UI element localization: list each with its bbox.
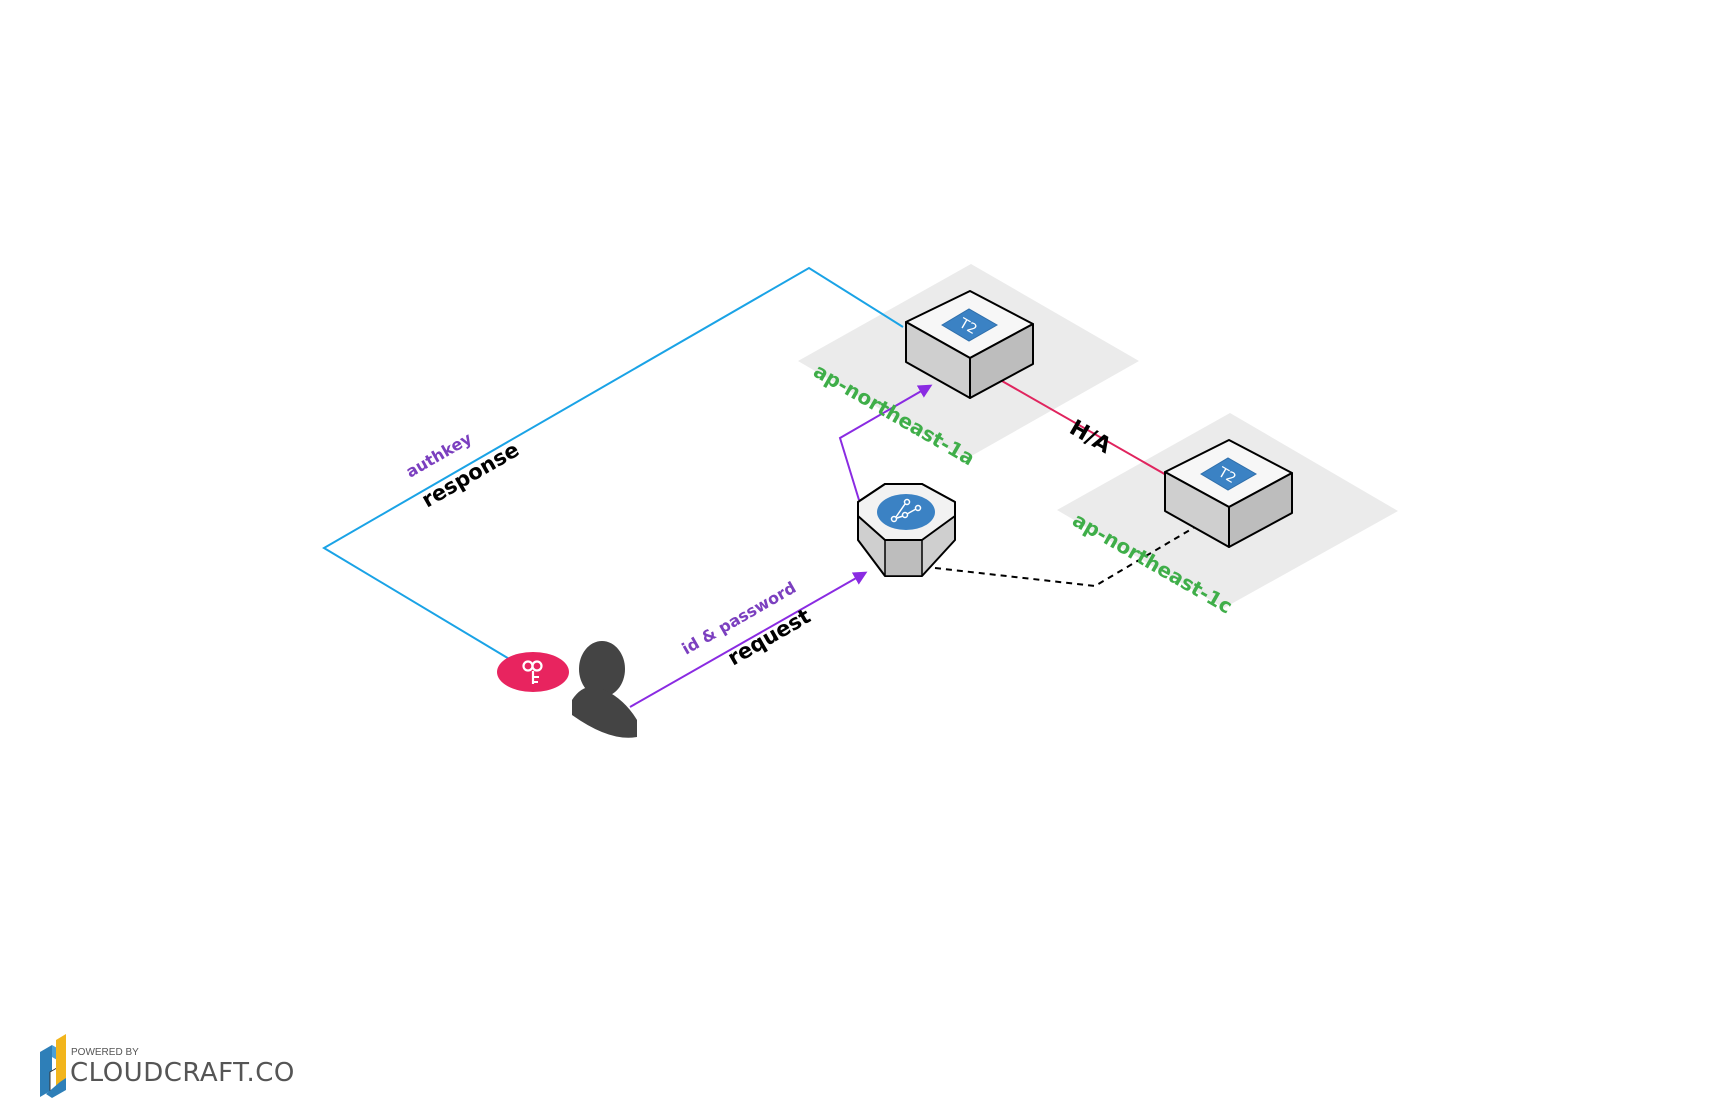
ec2-instance-c[interactable]: T2	[1164, 439, 1293, 548]
instance-a-type: T2	[956, 315, 980, 338]
t2-badge-a	[941, 308, 999, 342]
lb-to-instance-connector[interactable]	[838, 384, 933, 501]
request-connector[interactable]	[629, 571, 868, 708]
user-icon[interactable]	[572, 641, 637, 738]
cloudcraft-logo: POWERED BY CLOUDCRAFT.CO	[40, 1034, 295, 1098]
ec2-instance-a[interactable]: T2	[905, 290, 1034, 399]
logo-brand: CLOUDCRAFT.CO	[70, 1058, 295, 1088]
t2-badge-c	[1200, 457, 1258, 491]
load-balancer[interactable]	[857, 483, 956, 577]
instance-c-type: T2	[1215, 464, 1239, 487]
response-connector[interactable]	[322, 266, 904, 661]
key-icon[interactable]	[497, 652, 569, 692]
ha-connector[interactable]	[994, 376, 1169, 477]
share-icon	[890, 498, 922, 523]
logo-powered-by: POWERED BY	[71, 1047, 139, 1058]
